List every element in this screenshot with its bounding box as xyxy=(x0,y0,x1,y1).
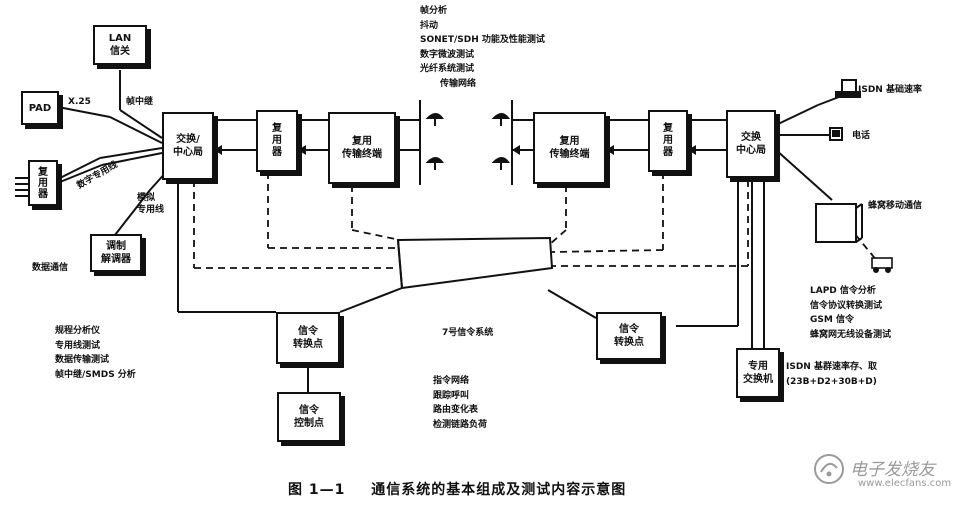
modem-box: 调制 解调器 xyxy=(90,234,142,272)
pad-label: PAD xyxy=(28,102,52,114)
top-test-item: 传输网络 xyxy=(440,78,477,89)
switch-left-label: 交换/ 中心局 xyxy=(173,134,203,158)
right-test-item: GSM 信令 xyxy=(810,315,854,325)
left-test-item: 规程分析仪 xyxy=(55,326,101,336)
mux-a-label: 复 用 器 xyxy=(272,123,282,158)
isdn-terminal-icon xyxy=(835,79,861,98)
right-test-item: 信令协议转换测试 xyxy=(810,300,883,311)
elecfans-logo-icon xyxy=(814,454,844,484)
signal-transfer-left-box: 信令 转换点 xyxy=(276,312,340,364)
center-test-item: 指令网络 xyxy=(433,376,470,386)
watermark-text: 电子发烧友 xyxy=(850,460,935,480)
mux-b-box: 复 用 器 xyxy=(648,110,688,172)
center-test-item: 路由变化表 xyxy=(433,405,479,415)
isdn-basic-rate-label: ISDN 基础速率 xyxy=(858,85,922,95)
signal-control-label: 信令 控制点 xyxy=(294,405,324,429)
telephone-icon xyxy=(829,127,843,141)
mux-left-label: 复 用 器 xyxy=(38,166,48,200)
right-test-list: LAPD 信令分析 信令协议转换测试 GSM 信令 蜂窝网无线设备测试 xyxy=(810,284,891,342)
private-switch-label: 专用 交换机 xyxy=(743,361,773,385)
watermark-url: www.elecfans.com xyxy=(858,478,952,489)
analog-private-line-label: 模拟 专用线 xyxy=(137,193,165,215)
vehicle-icon xyxy=(871,257,893,273)
modem-label: 调制 解调器 xyxy=(101,241,131,265)
isdn-primary-item: (23B+D2+30B+D) xyxy=(786,376,877,387)
telephone-label: 电话 xyxy=(852,131,871,141)
cellular-base-station-icon xyxy=(815,203,863,243)
switch-right-box: 交换 中心局 xyxy=(726,110,776,178)
isdn-primary-list: ISDN 基群速率存、取 (23B+D2+30B+D) xyxy=(786,360,877,389)
lan-bridge-label: LAN 信关 xyxy=(108,33,132,57)
data-comm-label: 数据通信 xyxy=(32,263,69,273)
figure-number: 图 1—1 xyxy=(288,482,346,498)
mux-a-box: 复 用 器 xyxy=(256,110,298,172)
signal-transfer-right-label: 信令 转换点 xyxy=(614,324,644,348)
ss7-network-slab xyxy=(396,236,554,290)
signal-control-box: 信令 控制点 xyxy=(277,392,341,442)
signal-transfer-right-box: 信令 转换点 xyxy=(596,312,662,360)
left-test-item: 帧中继/SMDS 分析 xyxy=(55,369,136,380)
mux-terminal-right-box: 复用 传输终端 xyxy=(533,112,606,184)
frame-relay-label: 帧中继 xyxy=(126,97,154,107)
mux-b-label: 复 用 器 xyxy=(663,123,673,158)
switch-right-label: 交换 中心局 xyxy=(736,132,766,156)
figure-caption: 图 1—1 通信系统的基本组成及测试内容示意图 xyxy=(288,479,626,499)
top-test-item: 光纤系统测试 xyxy=(420,64,475,74)
switch-left-box: 交换/ 中心局 xyxy=(162,112,214,180)
left-test-list: 规程分析仪 专用线测试 数据传输测试 帧中继/SMDS 分析 xyxy=(55,324,136,382)
mux-left-box: 复 用 器 xyxy=(28,160,58,206)
pad-box: PAD xyxy=(21,91,59,125)
signal-transfer-left-label: 信令 转换点 xyxy=(293,326,323,350)
mux-terminal-right-label: 复用 传输终端 xyxy=(549,136,590,160)
top-test-item: 帧分析 xyxy=(420,6,448,16)
center-test-list: 指令网络 跟踪呼叫 路由变化表 检测链路负荷 xyxy=(433,374,487,432)
lan-bridge-box: LAN 信关 xyxy=(93,25,147,65)
ss7-label: 7号信令系统 xyxy=(442,328,494,338)
private-switch-box: 专用 交换机 xyxy=(736,348,780,398)
cellular-label: 蜂窝移动通信 xyxy=(868,201,923,211)
top-test-list: 帧分析 抖动 SONET/SDH 功能及性能测试 数字微波测试 光纤系统测试 传… xyxy=(420,4,545,91)
x25-label: X.25 xyxy=(68,97,91,107)
right-test-item: LAPD 信令分析 xyxy=(810,286,876,296)
isdn-primary-item: ISDN 基群速率存、取 xyxy=(786,362,877,372)
center-test-item: 跟踪呼叫 xyxy=(433,390,470,401)
left-test-item: 专用线测试 xyxy=(55,340,101,351)
mux-terminal-left-label: 复用 传输终端 xyxy=(342,136,382,160)
top-test-item: SONET/SDH 功能及性能测试 xyxy=(420,35,545,45)
mux-terminal-left-box: 复用 传输终端 xyxy=(328,112,396,184)
figure-title: 通信系统的基本组成及测试内容示意图 xyxy=(371,482,627,498)
right-test-item: 蜂窝网无线设备测试 xyxy=(810,329,892,340)
center-test-item: 检测链路负荷 xyxy=(433,419,488,430)
top-test-item: 数字微波测试 xyxy=(420,49,475,60)
left-test-item: 数据传输测试 xyxy=(55,355,110,365)
microwave-antenna-icon xyxy=(425,113,511,170)
top-test-item: 抖动 xyxy=(420,20,439,31)
